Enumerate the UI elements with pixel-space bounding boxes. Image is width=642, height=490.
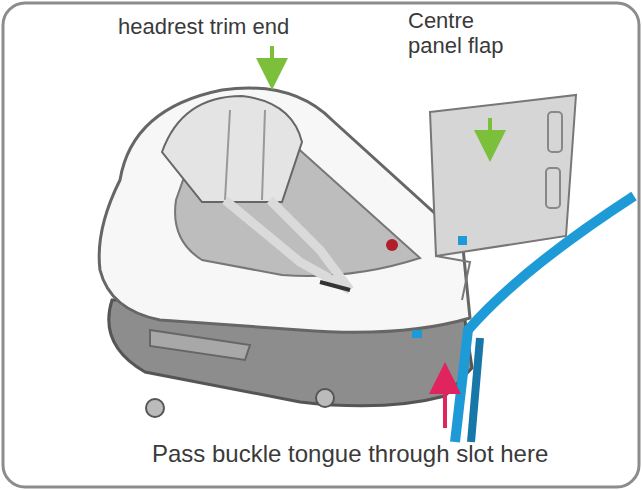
flap-slot [546, 168, 560, 208]
seat-shell [99, 88, 470, 332]
base-foot [316, 389, 334, 407]
harness-strap [225, 200, 350, 290]
pointer-arrow [443, 378, 447, 428]
base-foot [146, 399, 164, 417]
part-label: Centre panel flap [408, 8, 530, 59]
flap-slot [548, 112, 562, 152]
pointer-arrow [270, 46, 274, 74]
buckle [320, 282, 350, 290]
base-handle [150, 330, 250, 360]
instruction-label: Pass buckle tongue through slot here [152, 440, 548, 468]
buckle-strap [455, 196, 634, 442]
headrest [162, 96, 302, 202]
frame [3, 3, 639, 487]
pointer-arrow [488, 118, 492, 146]
part-label: headrest trim end [118, 14, 289, 39]
buckle-strap [471, 338, 480, 442]
centre-panel-flap [430, 95, 576, 256]
strap-clip [458, 236, 467, 245]
headrest-trim [225, 110, 265, 200]
adjuster [386, 239, 398, 251]
slot-marker [412, 330, 422, 338]
flap-hinge [436, 256, 470, 300]
